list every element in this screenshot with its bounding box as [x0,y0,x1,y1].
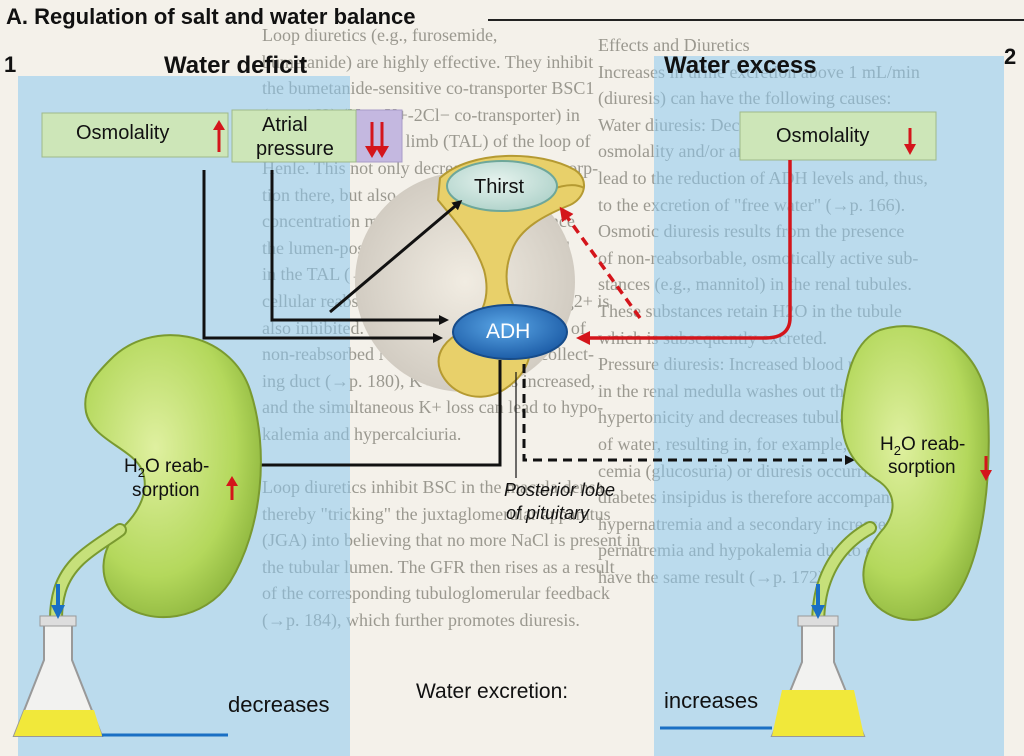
osmolality-left-box [41,112,229,158]
arrow-adh-to-left-kidney [225,360,502,470]
background-text-line: (JGA) into believing that no more NaCl i… [262,530,641,551]
atrial-double-down-arrow [365,122,389,158]
arrow-osmolality-to-adh [202,170,443,343]
panel-number-left: 1 [4,52,17,77]
increases-label: increases [664,688,759,713]
panel-number-right: 2 [1004,44,1017,69]
background-text-line: Effects and Diuretics [598,35,750,55]
posterior-lobe-label-line1: Posterior lobe [504,480,616,500]
osmolality-left-label: Osmolality [76,122,170,144]
water-excretion-label: Water excretion: [416,680,569,703]
red-arrow-osmolality-to-adh [576,160,792,345]
posterior-lobe-label-line2: of pituitary [506,503,590,523]
left-reabsorption-up-arrow [226,476,238,500]
arrow-atrial-to-adh [270,170,449,325]
left-kidney-label-line2: sorption [132,480,200,501]
right-kidney [811,325,990,639]
thirst-label: Thirst [474,176,524,198]
thirst-ellipse [446,160,558,212]
right-reabsorption-down-arrow [980,456,992,481]
right-flask [770,615,866,737]
background-text-line: Loop diuretics (e.g., furosemide, [262,25,498,45]
atrial-pressure-box-inner [231,109,357,163]
figure-title: A. Regulation of salt and water balance [6,4,416,29]
osmolality-up-arrow [213,120,225,152]
osmolality-right-box [739,111,937,161]
background-text-line: bumetanide) are highly effective. They i… [262,51,594,72]
arrow-to-thirst [329,200,463,314]
heading-water-deficit: Water deficit [164,52,308,79]
adh-ellipse [452,304,568,360]
background-text-line: the tubular lumen. The GFR then rises as… [262,556,615,577]
right-kidney-label-line2: sorption [888,457,956,478]
osmolality-right-label: Osmolality [776,125,870,147]
decreases-label: decreases [228,692,330,717]
left-flask [12,615,104,737]
atrial-pressure-label-line2: pressure [256,138,334,160]
left-kidney-label-line1: H2O reab- [124,456,210,480]
red-dashed-arrow-to-thirst [559,206,642,320]
title-rule [488,19,1024,21]
right-kidney-label-line1: H2O reab- [880,434,966,458]
dashed-arrow-adh-to-right-kidney [522,364,855,465]
osmolality-down-arrow [904,128,916,155]
heading-water-excess: Water excess [664,52,817,79]
adh-label: ADH [486,320,531,343]
atrial-pressure-label-line1: Atrial [262,114,308,136]
